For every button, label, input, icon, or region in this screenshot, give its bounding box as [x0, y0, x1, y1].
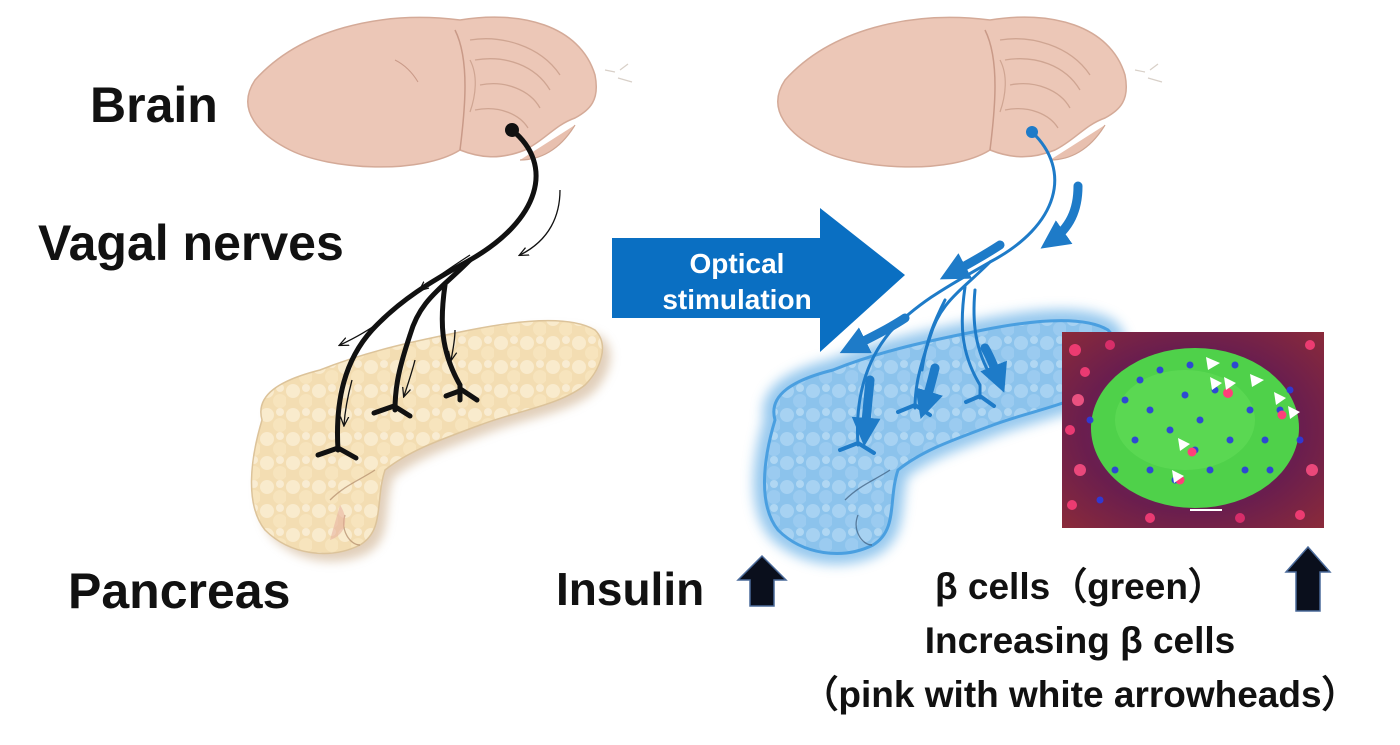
caption-beta-cells: β cells（green）: [935, 566, 1225, 607]
optical-stimulation-arrow: [612, 208, 905, 352]
pancreas-label: Pancreas: [68, 563, 291, 619]
islet-micrograph: [1062, 332, 1324, 528]
vagal-nerve-right: [856, 130, 1057, 447]
pancreas-illustration-right: [753, 309, 1127, 565]
up-arrow-icon-beta: [1284, 545, 1332, 612]
increasing-beta-cells: [1175, 388, 1287, 485]
nerve-endings-left: [315, 387, 480, 461]
up-arrow-icon-insulin: [736, 554, 788, 607]
brain-label: Brain: [90, 77, 218, 133]
signal-arrows-right: [839, 181, 1083, 447]
nerve-origin-dot: [505, 123, 519, 137]
caption-pink-arrowheads: （pink with white arrowheads）: [801, 674, 1359, 715]
caption-increasing: Increasing β cells: [924, 620, 1236, 661]
optical-stimulation-text: Optical stimulation: [612, 246, 862, 318]
brain-illustration-left: [247, 16, 633, 168]
insulin-label: Insulin: [556, 563, 705, 615]
signal-arrows-left: [340, 189, 561, 425]
arrow-text-line2: stimulation: [662, 284, 812, 315]
white-arrowhead-icon: [1172, 357, 1300, 483]
pancreas-illustration-left: [250, 319, 611, 562]
vagal-nerves-label: Vagal nerves: [38, 215, 344, 271]
brain-illustration-right: [777, 16, 1163, 168]
nerve-origin-dot-right: [1026, 126, 1038, 138]
arrow-text-line1: Optical: [689, 248, 785, 279]
